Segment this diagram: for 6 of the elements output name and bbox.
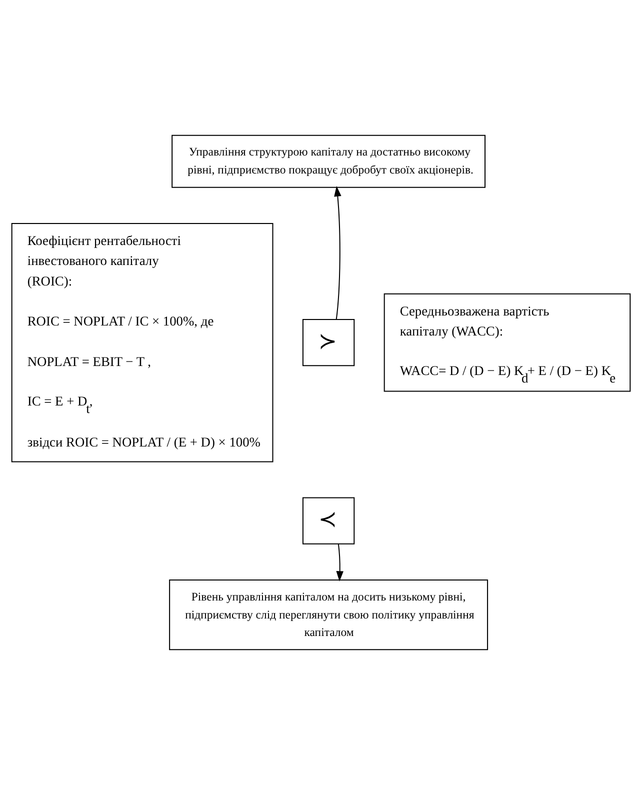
arrow [334,186,342,320]
arrow [336,544,344,582]
node-box: ≺ [302,497,355,544]
node-box: Рівень управління капіталом на досить низькому рівні, підприємству слід переглянути свою політику управління капіталом [169,580,488,650]
node-box: ≻ [302,319,355,366]
node-box: Управління структурою капіталу на достатньо високому рівні, підприємство покращує добробут своїх акціонерів. [172,134,486,188]
